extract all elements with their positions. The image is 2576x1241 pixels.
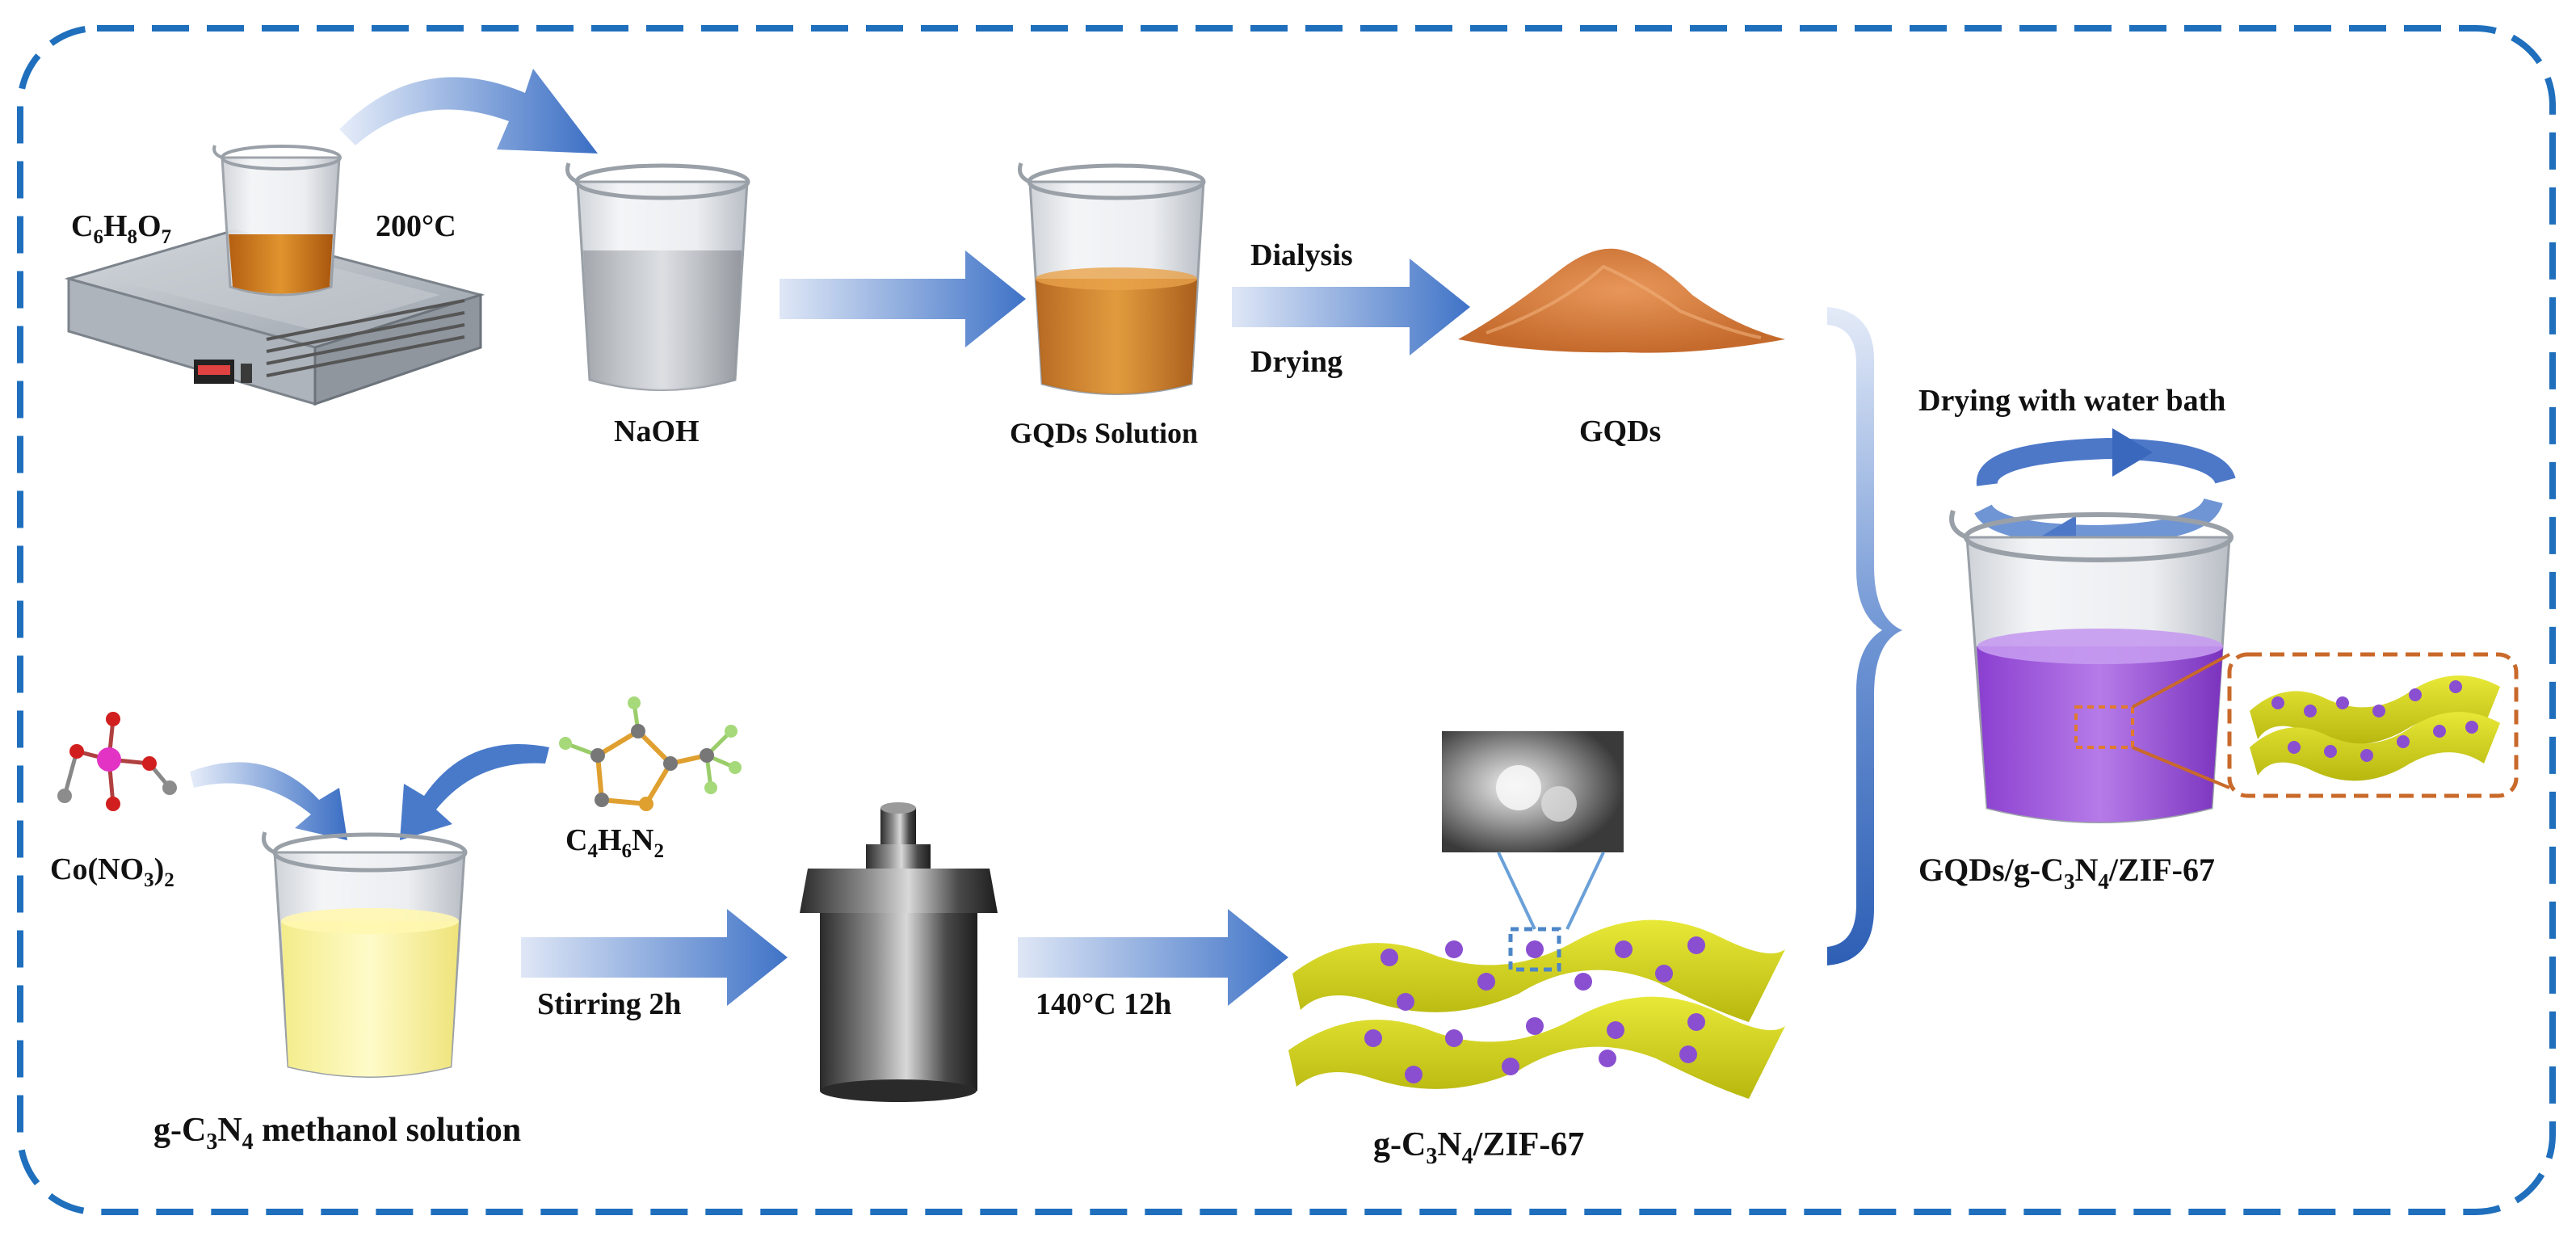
zif-particle — [2409, 688, 2422, 701]
curved-arrow-left-icon — [190, 762, 347, 840]
zif-particle — [1615, 940, 1633, 958]
merge-brace-icon — [1827, 307, 1902, 965]
dialysis-label: Dialysis — [1250, 238, 1353, 272]
zif-particle — [1687, 1013, 1705, 1031]
naoh-label: NaOH — [614, 414, 700, 448]
arrow-to-gcn-zif — [1018, 909, 1288, 1006]
arrow-to-autoclave — [521, 909, 788, 1006]
zif-particle — [2324, 745, 2337, 758]
gqds-powder — [1458, 248, 1785, 353]
zoom-box-icon — [2074, 705, 2134, 749]
zif-particle — [2433, 725, 2446, 738]
gqds-solution-label: GQDs Solution — [1010, 417, 1198, 449]
water-bath-label: Drying with water bath — [1918, 384, 2225, 418]
zif-particle — [2288, 741, 2301, 754]
zoom-connector-line — [2132, 746, 2230, 789]
zif-particle — [1502, 1058, 1519, 1075]
zif-particle — [1380, 949, 1398, 966]
zif-particle — [1526, 940, 1544, 958]
zif-particle — [2360, 749, 2373, 762]
gqds-solution-beaker — [1017, 162, 1206, 395]
inset-zif-particles — [2271, 680, 2478, 762]
zif-particle — [1679, 1045, 1697, 1063]
gcn-zif-label: g-C3N4/ZIF-67 — [1373, 1126, 1584, 1169]
zif-particle — [1405, 1066, 1422, 1083]
zif-particle — [2397, 735, 2410, 748]
zif-particle — [1445, 940, 1463, 958]
zif-particle — [1574, 973, 1592, 991]
zif-particle — [1655, 965, 1673, 982]
imidazole-molecule-icon — [559, 696, 742, 811]
zif-particle — [1477, 973, 1495, 991]
final-product-beaker — [1949, 510, 2234, 823]
sem-connector-line — [1565, 852, 1605, 930]
naoh-beaker — [565, 162, 750, 391]
hydrothermal-label: 140°C 12h — [1036, 987, 1171, 1021]
zoom-connector-line — [2132, 653, 2230, 709]
imidazole-label: C4H6N2 — [565, 823, 664, 862]
zoom-box-icon — [1508, 927, 1561, 972]
autoclave — [800, 802, 998, 1102]
curved-arrow-icon — [339, 69, 598, 154]
zif-particle — [1397, 993, 1414, 1011]
zif-particles — [1364, 936, 1705, 1083]
cobalt-nitrate-molecule-icon — [57, 712, 177, 811]
curved-arrow-right-icon — [400, 744, 549, 840]
gqds-label: GQDs — [1579, 414, 1661, 448]
zif-particle — [1599, 1050, 1616, 1067]
zif-particle — [1607, 1021, 1624, 1039]
sem-connector-line — [1497, 852, 1536, 930]
zif-particle — [2449, 680, 2462, 693]
temperature-label: 200°C — [376, 209, 456, 243]
gcn-solution-label: g-C3N4 methanol solution — [153, 1112, 521, 1155]
drying-label: Drying — [1250, 345, 1343, 379]
zif-particle — [2336, 696, 2349, 709]
zif-particle — [1526, 1017, 1544, 1035]
zif-particle — [1687, 936, 1705, 954]
citric-acid-beaker — [212, 145, 342, 297]
zif-particle — [2465, 721, 2478, 734]
zif-particle — [2304, 705, 2317, 717]
zif-particle — [2372, 705, 2385, 717]
zif-particle — [1445, 1029, 1463, 1047]
cobalt-nitrate-label: Co(NO3)2 — [50, 852, 174, 891]
stirring-label: Stirring 2h — [537, 987, 681, 1021]
zif-particle — [2271, 696, 2284, 709]
final-product-label: GQDs/g-C3N4/ZIF-67 — [1918, 852, 2215, 894]
arrow-to-gqds-solution — [780, 250, 1026, 347]
dashed-frame — [17, 25, 2556, 1215]
arrow-to-gqds — [1232, 259, 1470, 355]
gcn-solution-beaker — [262, 831, 468, 1078]
hot-plate-vent-icon — [266, 299, 465, 377]
citric-acid-label: C6H8O7 — [71, 209, 171, 248]
zif-particle — [1364, 1029, 1382, 1047]
